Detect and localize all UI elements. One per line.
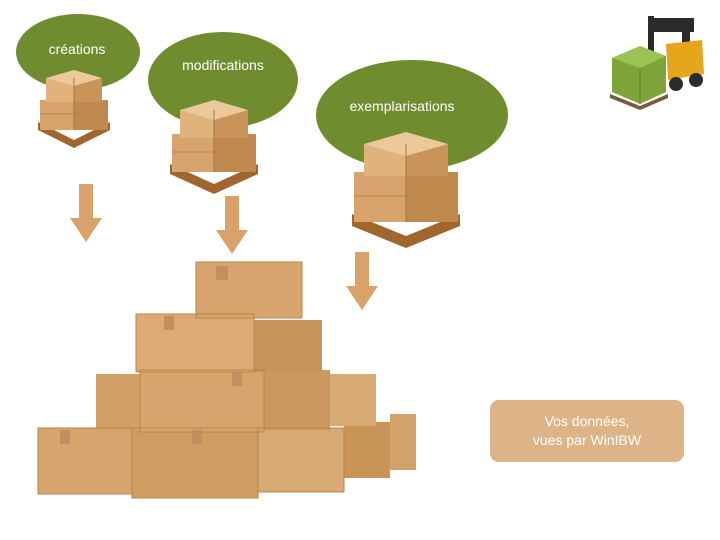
callout-line-1: Vos données,	[545, 412, 630, 431]
bubble-label-exemplarisations: exemplarisations	[349, 98, 454, 114]
arrow-down-icon	[70, 184, 102, 242]
box-pyramid	[36, 258, 420, 534]
pallet-boxes-3	[350, 136, 462, 252]
pallet-boxes-2	[168, 104, 260, 198]
pallet-boxes-1	[36, 74, 112, 154]
bubble-label-creations: créations	[49, 41, 106, 57]
forklift-icon	[610, 14, 706, 108]
bubble-label-modifications: modifications	[182, 57, 264, 73]
arrow-down-icon	[216, 196, 248, 254]
callout-box: Vos données, vues par WinIBW	[490, 400, 684, 462]
callout-line-2: vues par WinIBW	[533, 431, 641, 450]
